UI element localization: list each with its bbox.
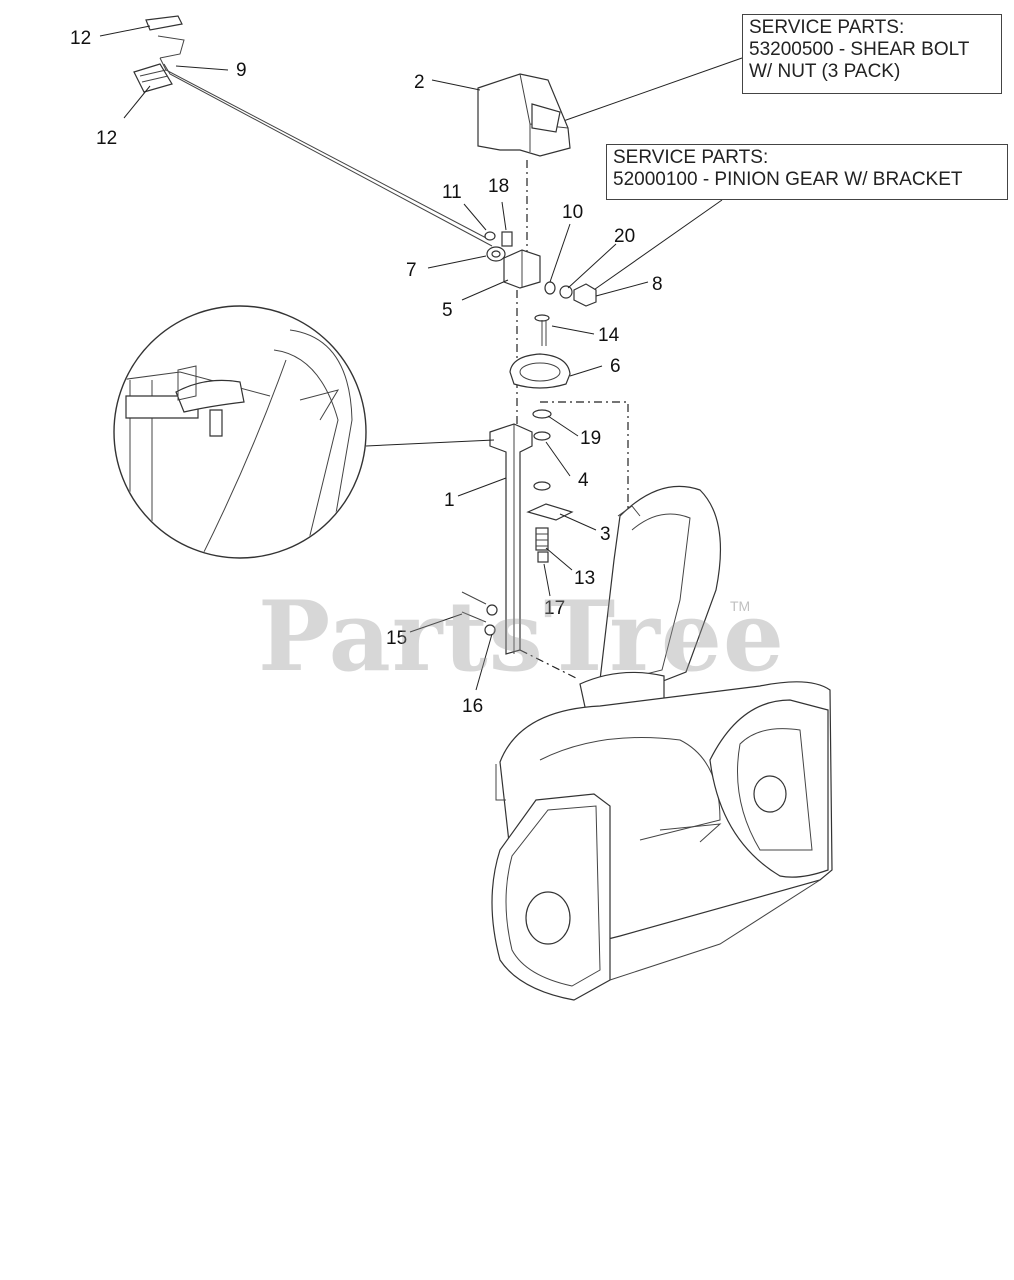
part-19-washer	[532, 409, 579, 437]
callout-13: 13	[574, 568, 595, 589]
part-8-pinion-gear	[573, 281, 649, 307]
part-3-plate	[526, 503, 597, 531]
part-14-bolt	[534, 314, 595, 346]
watermark-logo: PartsTree	[258, 580, 785, 693]
callout-6: 6	[610, 356, 621, 377]
part-15-bolt	[409, 591, 487, 633]
callout-4: 4	[578, 470, 589, 491]
part-18-nut	[501, 201, 513, 247]
service-parts-line: 52000100 - PINION GEAR W/ BRACKET	[613, 169, 963, 190]
callout-11: 11	[442, 182, 462, 203]
part-5-bracket	[461, 249, 541, 301]
side-plate	[491, 793, 821, 1001]
callout-3: 3	[600, 524, 611, 545]
part-7-bushing	[427, 246, 506, 269]
part-1-support-bracket	[365, 423, 533, 655]
service-parts-line: 53200500 - SHEAR BOLT	[749, 39, 970, 60]
callout-10: 10	[562, 202, 583, 223]
part-12-clip-top	[99, 15, 183, 37]
part-10-washer	[544, 223, 571, 295]
part-13-spring	[535, 527, 573, 571]
part-12-clip-bottom	[123, 63, 173, 119]
service-parts-line: W/ NUT (3 PACK)	[749, 61, 901, 82]
watermark-trademark: TM	[730, 598, 751, 614]
service-parts-line: SERVICE PARTS:	[749, 17, 905, 38]
assembly-line-chute	[540, 401, 629, 510]
callout-20: 20	[614, 226, 635, 247]
leader-pinion-gear	[587, 199, 723, 295]
leader-shear-bolt	[551, 57, 743, 126]
service-parts-shear-bolt: SERVICE PARTS: 53200500 - SHEAR BOLT W/ …	[742, 14, 1002, 94]
part-11-pin	[463, 203, 496, 241]
part-20-washer	[559, 243, 617, 299]
callout-7: 7	[406, 260, 417, 281]
callout-16: 16	[462, 696, 483, 717]
part-17-nut	[537, 551, 551, 597]
callout-1: 1	[444, 490, 455, 511]
callout-5: 5	[442, 300, 453, 321]
callout-14: 14	[598, 325, 620, 346]
part-6-gear	[509, 353, 603, 389]
callout-19: 19	[580, 428, 601, 449]
service-parts-pinion-gear: SERVICE PARTS: 52000100 - PINION GEAR W/…	[606, 144, 1008, 200]
part-9-control-rod	[157, 35, 493, 247]
callout-8: 8	[652, 274, 663, 295]
part-2-cover	[431, 73, 571, 157]
service-parts-line: SERVICE PARTS:	[613, 147, 769, 168]
part-16-nut	[475, 604, 498, 691]
callout-17: 17	[544, 598, 565, 619]
callout-9: 9	[236, 60, 247, 81]
callout-18: 18	[488, 176, 509, 197]
callout-12-bottom: 12	[96, 128, 117, 149]
callout-2: 2	[414, 72, 425, 93]
callout-15: 15	[386, 628, 407, 649]
detail-inset	[113, 305, 367, 559]
part-4-bushing	[533, 431, 571, 491]
callout-12-top: 12	[70, 28, 91, 49]
assembly-line-housing	[519, 649, 577, 679]
